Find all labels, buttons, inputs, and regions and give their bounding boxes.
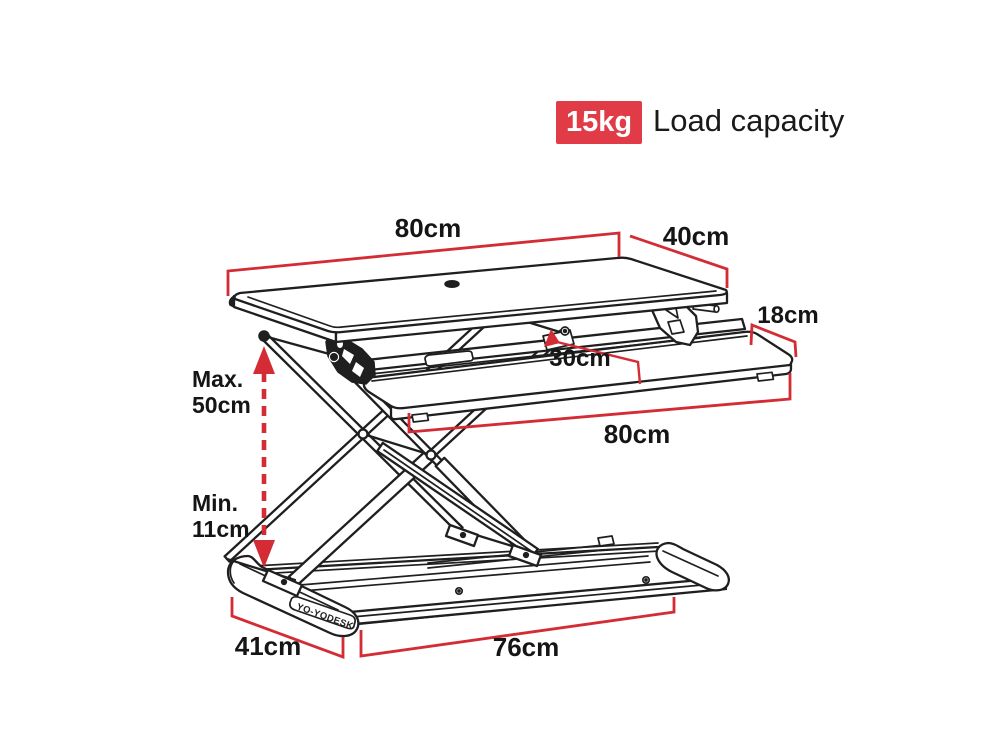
arrow-up-icon [253, 346, 275, 374]
dimension-label-tray-depth: 18cm [757, 302, 819, 329]
base-frame: YO-YODESK [226, 535, 730, 638]
min-height-value: 11cm [192, 515, 250, 542]
load-capacity-badge: 15kg [556, 101, 642, 144]
grommet-hole [444, 280, 460, 288]
dim-line-base-width [359, 597, 676, 658]
arrow-down-icon [253, 540, 275, 568]
height-range-arrow [253, 346, 275, 568]
dim-line-tray-width [407, 373, 792, 434]
dim-line-slide [552, 339, 642, 385]
dimension-label-base-width: 76cm [492, 632, 560, 662]
dimension-label-min-height: Min. 11cm [192, 490, 282, 542]
min-height-word: Min. [192, 490, 238, 516]
desktop-surface [228, 256, 729, 344]
dimension-label-base-depth: 41cm [234, 631, 302, 661]
dim-line-base-depth [230, 597, 345, 660]
dimension-label-max-height: Max. 50cm [192, 366, 282, 418]
dimension-label-tray-width: 80cm [603, 419, 671, 449]
max-height-word: Max. [192, 366, 244, 392]
brand-plate [289, 595, 356, 630]
load-capacity-label: Load capacity [653, 103, 845, 138]
dim-line-top-depth [629, 234, 729, 288]
dimension-label-top-width: 80cm [394, 213, 462, 243]
dim-line-tray-depth [749, 322, 798, 358]
dimension-annotations [226, 231, 798, 660]
dimension-label-top-depth: 40cm [662, 221, 730, 251]
dim-line-top-width [226, 231, 621, 296]
base-right-foot [655, 541, 730, 592]
keyboard-tray [362, 330, 794, 423]
max-height-value: 50cm [192, 391, 251, 418]
dimension-label-slide-distance: 30cm [549, 345, 611, 372]
